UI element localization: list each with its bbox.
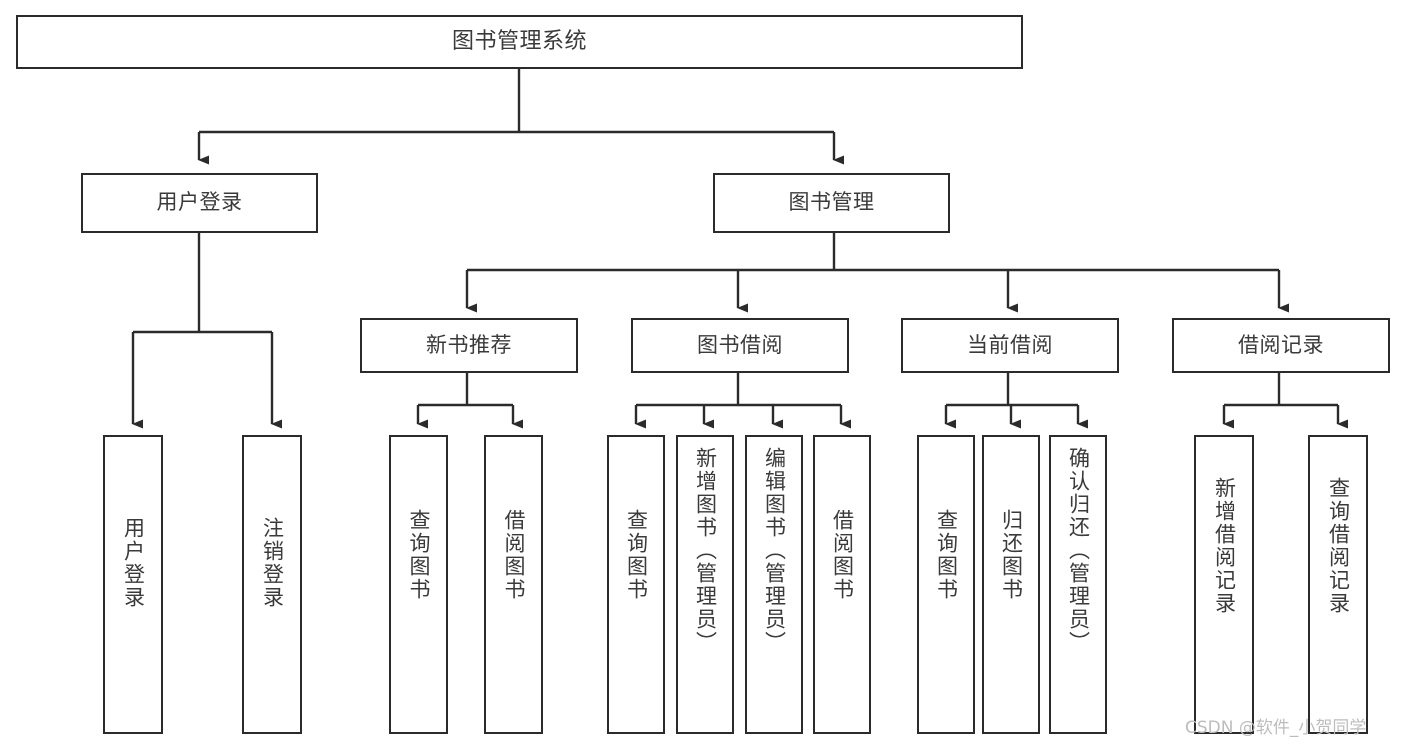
node-root[interactable]: 图书管理系统 <box>16 15 1023 69</box>
node-current-borrow-label: 当前借阅 <box>967 332 1053 357</box>
node-leaf-query-book-3-label: 查询图书 <box>934 509 959 601</box>
node-leaf-query-book-1[interactable]: 查询图书 <box>389 435 448 734</box>
node-leaf-add-record-label: 新增借阅记录 <box>1212 477 1237 615</box>
node-leaf-confirm-return-label: 确认归还（管理员） <box>1066 447 1091 654</box>
node-leaf-borrow-book-1[interactable]: 借阅图书 <box>484 435 543 734</box>
node-book-management[interactable]: 图书管理 <box>713 173 950 233</box>
node-leaf-logout-login-label: 注销登录 <box>260 517 285 609</box>
node-leaf-query-book-3[interactable]: 查询图书 <box>917 435 975 734</box>
node-borrow-record-label: 借阅记录 <box>1238 332 1324 357</box>
node-user-login[interactable]: 用户登录 <box>81 173 318 233</box>
node-book-borrow-label: 图书借阅 <box>697 332 783 357</box>
node-leaf-edit-book[interactable]: 编辑图书（管理员） <box>745 435 803 734</box>
node-leaf-query-book-2[interactable]: 查询图书 <box>607 435 665 734</box>
node-new-book-recommend[interactable]: 新书推荐 <box>360 318 578 373</box>
node-root-label: 图书管理系统 <box>451 28 587 54</box>
node-leaf-add-record[interactable]: 新增借阅记录 <box>1194 435 1254 734</box>
node-leaf-borrow-book-2[interactable]: 借阅图书 <box>813 435 871 734</box>
node-leaf-borrow-book-2-label: 借阅图书 <box>830 509 855 601</box>
node-book-management-label: 图书管理 <box>788 190 875 215</box>
csdn-watermark: CSDN @软件_小贺同学 <box>1185 718 1367 738</box>
node-leaf-add-book-label: 新增图书（管理员） <box>693 447 718 654</box>
node-leaf-return-book[interactable]: 归还图书 <box>982 435 1040 734</box>
node-leaf-user-login[interactable]: 用户登录 <box>103 435 163 734</box>
node-leaf-logout-login[interactable]: 注销登录 <box>242 435 302 734</box>
node-leaf-query-record[interactable]: 查询借阅记录 <box>1308 435 1368 734</box>
node-leaf-return-book-label: 归还图书 <box>999 509 1024 601</box>
node-leaf-query-book-1-label: 查询图书 <box>406 509 431 601</box>
node-leaf-query-record-label: 查询借阅记录 <box>1326 477 1351 615</box>
node-user-login-label: 用户登录 <box>156 190 243 215</box>
node-leaf-query-book-2-label: 查询图书 <box>624 509 649 601</box>
node-current-borrow[interactable]: 当前借阅 <box>901 318 1119 373</box>
node-leaf-confirm-return[interactable]: 确认归还（管理员） <box>1049 435 1107 734</box>
node-leaf-edit-book-label: 编辑图书（管理员） <box>762 447 787 654</box>
node-leaf-borrow-book-1-label: 借阅图书 <box>501 509 526 601</box>
node-leaf-user-login-label: 用户登录 <box>121 517 146 609</box>
node-book-borrow[interactable]: 图书借阅 <box>631 318 849 373</box>
node-borrow-record[interactable]: 借阅记录 <box>1172 318 1390 373</box>
node-leaf-add-book[interactable]: 新增图书（管理员） <box>676 435 734 734</box>
node-new-book-recommend-label: 新书推荐 <box>426 332 512 357</box>
